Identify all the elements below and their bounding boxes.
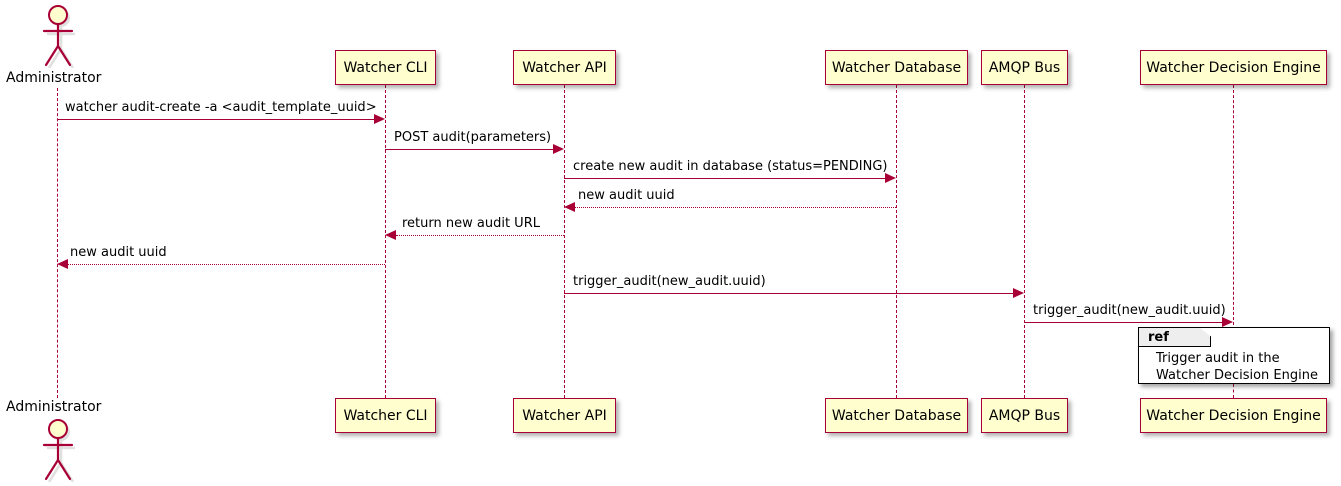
- message-line-6: [68, 264, 385, 265]
- participant-watcher-decision-engine-top[interactable]: Watcher Decision Engine: [1140, 50, 1327, 85]
- ref-fragment-tab: ref: [1139, 328, 1211, 347]
- message-line-3: [564, 178, 885, 179]
- ref-fragment: ref Trigger audit in the Watcher Decisio…: [1138, 327, 1330, 384]
- actor-label-top: Administrator: [6, 70, 102, 86]
- message-label-1: watcher audit-create -a <audit_template_…: [65, 100, 377, 115]
- message-line-4: [575, 207, 896, 208]
- lifeline-watcher-database: [896, 85, 897, 398]
- participant-watcher-database-top[interactable]: Watcher Database: [825, 50, 968, 85]
- message-label-2: POST audit(parameters): [394, 130, 552, 145]
- message-arrowhead-1: [374, 114, 385, 124]
- message-line-2: [385, 149, 553, 150]
- actor-administrator-bottom: [33, 416, 83, 486]
- message-label-7: trigger_audit(new_audit.uuid): [573, 274, 766, 289]
- message-label-4: new audit uuid: [578, 188, 675, 203]
- participant-watcher-cli-top[interactable]: Watcher CLI: [335, 50, 436, 85]
- message-arrowhead-4: [564, 202, 575, 212]
- participant-watcher-api-top[interactable]: Watcher API: [513, 50, 616, 85]
- lifeline-watcher-decision-engine: [1233, 85, 1234, 325]
- participant-amqp-bus-bottom[interactable]: AMQP Bus: [981, 398, 1068, 433]
- actor-administrator-top: [33, 2, 83, 72]
- message-arrowhead-7: [1013, 288, 1024, 298]
- lifeline-administrator: [57, 88, 58, 398]
- participant-watcher-decision-engine-bottom[interactable]: Watcher Decision Engine: [1140, 398, 1327, 433]
- ref-fragment-text: Trigger audit in the Watcher Decision En…: [1156, 351, 1318, 383]
- lifeline-amqp-bus: [1024, 85, 1025, 398]
- participant-watcher-cli-bottom[interactable]: Watcher CLI: [335, 398, 436, 433]
- message-line-8: [1024, 322, 1222, 323]
- message-label-5: return new audit URL: [402, 216, 540, 231]
- message-line-1: [57, 119, 374, 120]
- lifeline-watcher-cli: [385, 85, 386, 398]
- participant-amqp-bus-top[interactable]: AMQP Bus: [981, 50, 1068, 85]
- message-arrowhead-8: [1222, 317, 1233, 327]
- message-arrowhead-6: [57, 259, 68, 269]
- message-line-7: [564, 293, 1013, 294]
- lifeline-watcher-api: [564, 85, 565, 398]
- message-label-8: trigger_audit(new_audit.uuid): [1033, 303, 1226, 318]
- message-arrowhead-5: [385, 230, 396, 240]
- message-label-3: create new audit in database (status=PEN…: [573, 159, 888, 174]
- message-line-5: [396, 235, 564, 236]
- message-arrowhead-3: [885, 173, 896, 183]
- message-label-6: new audit uuid: [70, 245, 167, 260]
- participant-watcher-api-bottom[interactable]: Watcher API: [513, 398, 616, 433]
- lifeline-watcher-decision-engine-lower: [1233, 384, 1234, 398]
- message-arrowhead-2: [553, 144, 564, 154]
- participant-watcher-database-bottom[interactable]: Watcher Database: [825, 398, 968, 433]
- actor-label-bottom: Administrator: [6, 399, 102, 415]
